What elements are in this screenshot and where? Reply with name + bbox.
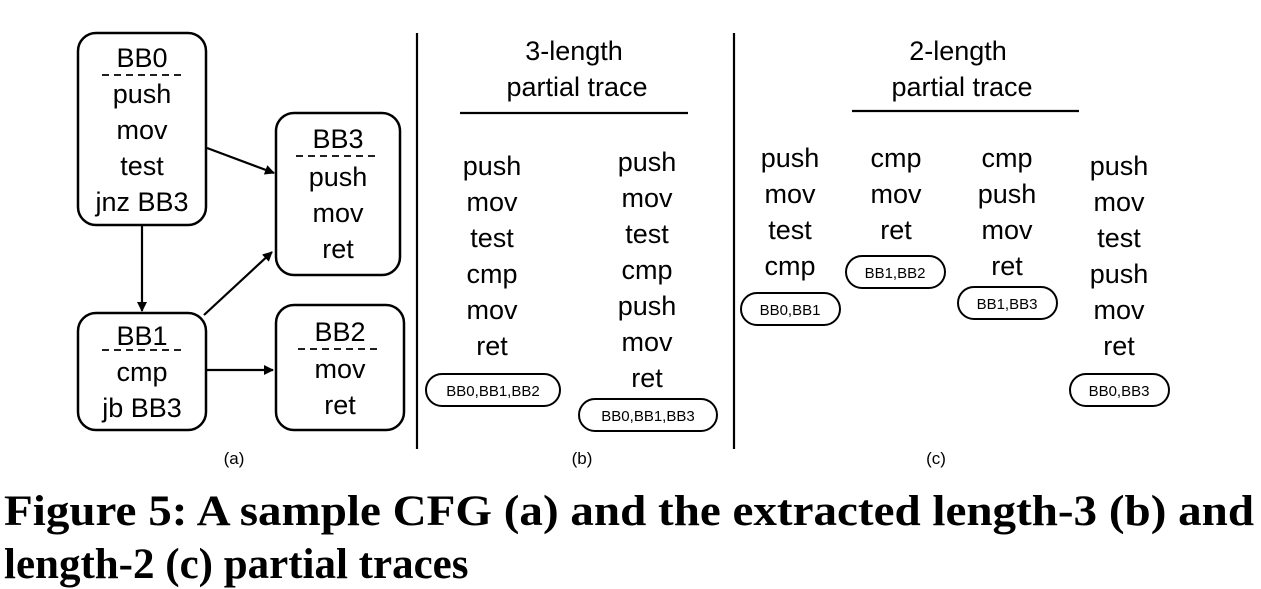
trace-instr: mov [1093, 295, 1145, 325]
bb2-instr-1: ret [324, 390, 356, 420]
trace-instr: push [618, 291, 677, 321]
length2-heading-line2: partial trace [891, 72, 1032, 102]
bb1-instr-0: cmp [116, 357, 167, 387]
bb0-node: BB0 push mov test jnz BB3 [76, 31, 208, 227]
trace-instr: ret [880, 215, 912, 245]
length3-panel: 3-length partial trace push mov test cmp… [425, 36, 718, 468]
trace-instr: cmp [466, 259, 517, 289]
length2-trace-3: cmp push mov ret BB1,BB3 [957, 143, 1058, 320]
panel-c-label: (c) [926, 449, 946, 468]
trace-instr: mov [870, 179, 922, 209]
trace-instr: ret [476, 331, 508, 361]
length2-trace-4: push mov test push mov ret BB0,BB3 [1069, 151, 1170, 407]
bb3-instr-1: mov [312, 198, 364, 228]
bb2-instr-0: mov [314, 354, 366, 384]
trace-instr: test [1097, 223, 1141, 253]
length2-panel: 2-length partial trace push mov test cmp… [740, 36, 1170, 468]
bb1-title: BB1 [116, 321, 167, 351]
trace-instr: ret [991, 251, 1023, 281]
trace-instr: mov [621, 183, 673, 213]
trace-instr: mov [466, 187, 518, 217]
edge-bb1-bb3 [203, 251, 273, 316]
panel-b-label: (b) [572, 449, 593, 468]
trace-instr: test [470, 223, 514, 253]
caption-line-2: length-2 (c) partial traces [4, 541, 469, 588]
trace-instr: ret [631, 363, 663, 393]
bb0-instr-0: push [113, 79, 172, 109]
panel-a-label: (a) [224, 449, 245, 468]
bb3-title: BB3 [312, 124, 363, 154]
trace-instr: cmp [764, 251, 815, 281]
bb0-title: BB0 [116, 43, 167, 73]
trace-instr: push [978, 179, 1037, 209]
trace-instr: mov [466, 295, 518, 325]
figure-caption: Figure 5: A sample CFG (a) and the extra… [4, 488, 1254, 588]
trace-instr: test [625, 219, 669, 249]
bb1-instr-1: jb BB3 [101, 393, 182, 423]
trace-instr: push [1090, 259, 1149, 289]
trace-instr: mov [764, 179, 816, 209]
trace-path-badge: BB0,BB1 [760, 302, 821, 319]
trace-instr: push [463, 151, 522, 181]
length2-heading-line1: 2-length [909, 36, 1007, 66]
trace-instr: cmp [621, 255, 672, 285]
trace-instr: push [1090, 151, 1149, 181]
trace-path-badge: BB1,BB2 [865, 265, 926, 282]
trace-path-badge: BB1,BB3 [977, 296, 1038, 313]
trace-path-badge: BB0,BB3 [1089, 383, 1150, 400]
cfg-panel: BB0 push mov test jnz BB3 BB3 push mov r… [76, 31, 406, 468]
length3-trace-2: push mov test cmp push mov ret BB0,BB1,B… [578, 147, 718, 432]
bb1-node: BB1 cmp jb BB3 [76, 311, 208, 432]
trace-instr: test [768, 215, 812, 245]
bb3-instr-2: ret [322, 234, 354, 264]
length3-trace-1: push mov test cmp mov ret BB0,BB1,BB2 [425, 151, 561, 407]
trace-instr: cmp [870, 143, 921, 173]
trace-instr: cmp [981, 143, 1032, 173]
bb0-instr-3: jnz BB3 [94, 187, 188, 217]
trace-instr: mov [1093, 187, 1145, 217]
trace-instr: mov [621, 327, 673, 357]
trace-path-badge: BB0,BB1,BB3 [601, 408, 694, 425]
trace-instr: mov [981, 215, 1033, 245]
trace-instr: ret [1103, 331, 1135, 361]
length3-heading-line1: 3-length [525, 36, 623, 66]
edge-bb0-bb3 [206, 146, 275, 175]
caption-line-1: Figure 5: A sample CFG (a) and the extra… [4, 488, 1254, 535]
length2-trace-2: cmp mov ret BB1,BB2 [845, 143, 946, 289]
bb3-node: BB3 push mov ret [274, 111, 402, 277]
length3-heading-line2: partial trace [506, 72, 647, 102]
length2-trace-1: push mov test cmp BB0,BB1 [740, 143, 841, 326]
bb2-title: BB2 [314, 317, 365, 347]
bb3-instr-0: push [309, 162, 368, 192]
bb0-instr-1: mov [116, 115, 168, 145]
trace-path-badge: BB0,BB1,BB2 [446, 383, 539, 400]
trace-instr: push [618, 147, 677, 177]
bb0-instr-2: test [120, 151, 164, 181]
trace-instr: push [761, 143, 820, 173]
bb2-node: BB2 mov ret [274, 303, 406, 432]
